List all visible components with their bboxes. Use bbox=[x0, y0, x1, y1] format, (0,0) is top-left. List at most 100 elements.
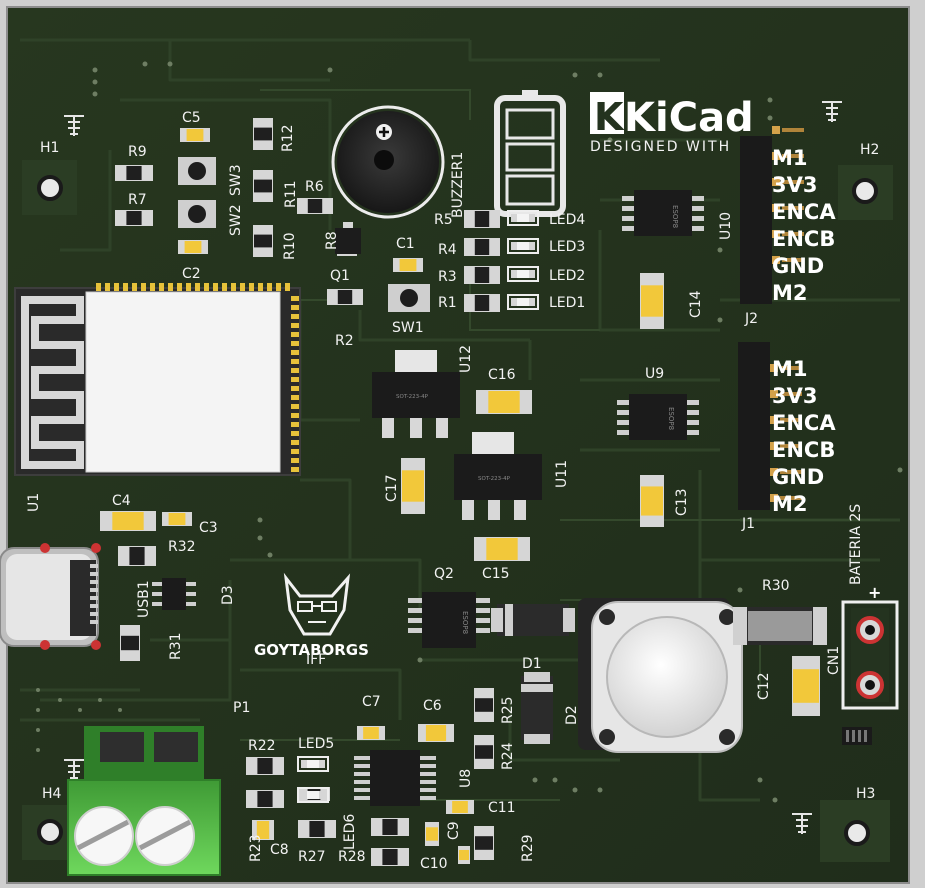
pin-header-j1 bbox=[738, 342, 802, 510]
ref-led5: LED5 bbox=[298, 736, 334, 752]
diode-d1 bbox=[521, 672, 553, 744]
kicad-logo: K KiCad DESIGNED WITH bbox=[590, 92, 754, 155]
ref-led2: LED2 bbox=[549, 268, 585, 284]
j2-pin-label: ENCA bbox=[772, 200, 836, 224]
ref-c17: C17 bbox=[384, 474, 400, 502]
ref-r2: R2 bbox=[335, 333, 354, 349]
goytaborgs-subtitle: IFF bbox=[306, 652, 326, 668]
resistor-r27 bbox=[298, 820, 336, 838]
screw-icon bbox=[64, 101, 842, 834]
capacitor-c1 bbox=[393, 258, 423, 272]
ref-led3: LED3 bbox=[549, 239, 585, 255]
resistor-r31 bbox=[120, 625, 140, 661]
ref-u8: U8 bbox=[458, 769, 474, 788]
shunt-r30 bbox=[733, 607, 827, 645]
capacitor-c17 bbox=[401, 458, 425, 514]
capacitor-c6 bbox=[418, 724, 454, 742]
soic-u10: ESOP8 bbox=[622, 190, 704, 236]
ref-q2: Q2 bbox=[434, 566, 454, 582]
led-2 bbox=[507, 266, 539, 282]
mounting-hole-h3 bbox=[820, 800, 890, 862]
ref-led1: LED1 bbox=[549, 295, 585, 311]
ref-h1: H1 bbox=[40, 140, 59, 156]
led-5 bbox=[297, 756, 329, 772]
ref-r29: R29 bbox=[520, 834, 536, 862]
j2-pin-label: M1 bbox=[772, 146, 808, 170]
ref-r27: R27 bbox=[298, 849, 326, 865]
capacitor-c16 bbox=[476, 390, 532, 414]
smd-components bbox=[100, 118, 820, 866]
ref-p1: P1 bbox=[233, 700, 250, 716]
ref-u11: U11 bbox=[554, 460, 570, 488]
resistor-r25 bbox=[474, 688, 494, 722]
resistor-q1 bbox=[327, 289, 363, 305]
ref-sw3: SW3 bbox=[228, 164, 244, 196]
tssop-u8 bbox=[354, 750, 436, 806]
ref-c7: C7 bbox=[362, 694, 381, 710]
soic-q2: ESOP8 bbox=[408, 592, 490, 648]
resistor-r7 bbox=[115, 210, 153, 226]
led-6 bbox=[297, 787, 329, 803]
j2-pin-label: M2 bbox=[772, 281, 808, 305]
resistor-r1 bbox=[464, 294, 500, 312]
mounting-hole-h2 bbox=[838, 165, 893, 220]
capacitor-c11 bbox=[446, 800, 474, 814]
resistor-r28b bbox=[371, 848, 409, 866]
ref-c1: C1 bbox=[396, 236, 415, 252]
j1-pin-label: M1 bbox=[772, 357, 808, 381]
pin-header-j2 bbox=[740, 126, 804, 304]
resistor-r22 bbox=[246, 757, 284, 775]
small-ic-d3 bbox=[152, 578, 196, 610]
resistor-r9 bbox=[115, 165, 153, 181]
ref-h2: H2 bbox=[860, 142, 879, 158]
ref-d3: D3 bbox=[220, 585, 236, 605]
ref-r4: R4 bbox=[438, 242, 457, 258]
ref-c13: C13 bbox=[674, 488, 690, 516]
ref-sw1: SW1 bbox=[392, 320, 424, 336]
led-4 bbox=[507, 210, 539, 226]
capacitor-c4 bbox=[100, 511, 156, 531]
buzzer bbox=[331, 105, 445, 219]
ref-buzzer1: BUZZER1 bbox=[450, 152, 466, 218]
capacitor-c14 bbox=[640, 273, 664, 329]
capacitor-c10 bbox=[458, 846, 470, 864]
resistor-r4 bbox=[464, 238, 500, 256]
j1-pin-label: M2 bbox=[772, 492, 808, 516]
svg-text:SOT-223-4P: SOT-223-4P bbox=[396, 394, 429, 400]
svg-text:ESOP8: ESOP8 bbox=[461, 611, 469, 634]
ref-usb1: USB1 bbox=[136, 580, 152, 618]
soic-u9: ESOP8 bbox=[617, 394, 699, 440]
battery-label: BATERIA 2S bbox=[848, 504, 864, 585]
antenna-trace bbox=[21, 296, 84, 469]
ref-r28: R28 bbox=[338, 849, 366, 865]
ref-r23: R23 bbox=[248, 834, 264, 862]
ref-u9: U9 bbox=[645, 366, 664, 382]
battery-connector-cn1 bbox=[841, 600, 899, 745]
ref-c11: C11 bbox=[488, 800, 516, 816]
ref-r6: R6 bbox=[305, 179, 324, 195]
sot223-u11: SOT-223-4P bbox=[454, 432, 542, 520]
ref-r9: R9 bbox=[128, 144, 147, 160]
ref-u12: U12 bbox=[458, 345, 474, 373]
resistor-r29 bbox=[474, 826, 494, 860]
capacitor-c5 bbox=[180, 128, 210, 142]
resistor-r3 bbox=[464, 266, 500, 284]
goytaborgs-logo: GOYTABORGS IFF bbox=[254, 572, 369, 668]
kicad-logo-text: KiCad bbox=[624, 95, 754, 141]
j1-pin-label: GND bbox=[772, 465, 824, 489]
capacitor-c8 bbox=[252, 820, 274, 840]
capacitor-c9 bbox=[425, 822, 439, 846]
ref-u1: U1 bbox=[26, 493, 42, 512]
capacitor-c7 bbox=[357, 726, 385, 740]
ref-c12: C12 bbox=[756, 672, 772, 700]
resistor-r10 bbox=[253, 225, 273, 257]
ref-h4: H4 bbox=[42, 786, 62, 802]
ref-c14: C14 bbox=[688, 290, 704, 318]
j2-pin-label: ENCB bbox=[772, 227, 835, 251]
ref-r10: R10 bbox=[282, 232, 298, 260]
mounting-hole-h1 bbox=[22, 160, 77, 215]
ref-c4: C4 bbox=[112, 493, 131, 509]
